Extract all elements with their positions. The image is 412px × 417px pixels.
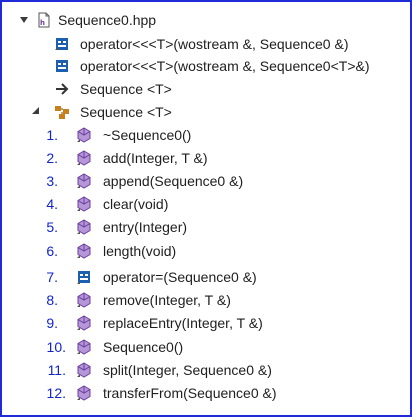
operator-icon <box>76 269 92 285</box>
method-icon <box>76 127 92 143</box>
member-label: length(void) <box>103 243 177 259</box>
member-number: 1. <box>46 127 58 143</box>
file-label: Sequence0.hpp <box>58 12 157 28</box>
member-label: transferFrom(Sequence0 &) <box>103 385 277 401</box>
member-number: 3. <box>46 173 58 189</box>
method-icon <box>76 150 92 166</box>
class-icon <box>54 104 70 120</box>
member-label: append(Sequence0 &) <box>103 173 244 189</box>
member-label: Sequence0() <box>103 339 184 355</box>
cpp-header-file-icon: h <box>36 12 52 28</box>
collapse-arrow-icon[interactable] <box>32 107 39 114</box>
member-label: clear(void) <box>103 196 169 212</box>
member-number: 7. <box>46 269 58 285</box>
item-label: Sequence <T> <box>80 81 172 97</box>
method-icon <box>76 315 92 331</box>
operator-icon <box>54 58 70 74</box>
member-number: 8. <box>46 292 58 308</box>
member-label: remove(Integer, T &) <box>103 292 231 308</box>
method-icon <box>76 196 92 212</box>
member-label: replaceEntry(Integer, T &) <box>103 315 263 331</box>
member-number: 6. <box>46 243 58 259</box>
method-icon <box>76 173 92 189</box>
item-label: operator<<<T>(wostream &, Sequence0<T>&) <box>80 58 370 74</box>
member-label: add(Integer, T &) <box>103 150 208 166</box>
member-number: 12. <box>46 385 66 401</box>
member-number: 5. <box>46 219 58 235</box>
operator-icon <box>54 36 70 52</box>
member-number: 4. <box>46 196 58 212</box>
method-icon <box>76 385 92 401</box>
method-icon <box>76 243 92 259</box>
member-label: split(Integer, Sequence0 &) <box>103 362 272 378</box>
arrow-right-icon <box>54 81 70 97</box>
member-number: 10. <box>46 339 66 355</box>
expand-arrow-icon[interactable] <box>20 17 28 23</box>
method-icon <box>76 339 92 355</box>
svg-text:h: h <box>40 19 45 27</box>
member-label: ~Sequence0() <box>103 127 192 143</box>
item-label: Sequence <T> <box>80 104 172 120</box>
member-label: entry(Integer) <box>103 219 188 235</box>
member-number: 11. <box>47 362 66 378</box>
item-label: operator<<<T>(wostream &, Sequence0 &) <box>80 36 349 52</box>
member-number: 9. <box>46 315 58 331</box>
member-label: operator=(Sequence0 &) <box>103 269 257 285</box>
method-icon <box>76 219 92 235</box>
member-number: 2. <box>46 150 58 166</box>
method-icon <box>76 292 92 308</box>
method-icon <box>76 362 92 378</box>
